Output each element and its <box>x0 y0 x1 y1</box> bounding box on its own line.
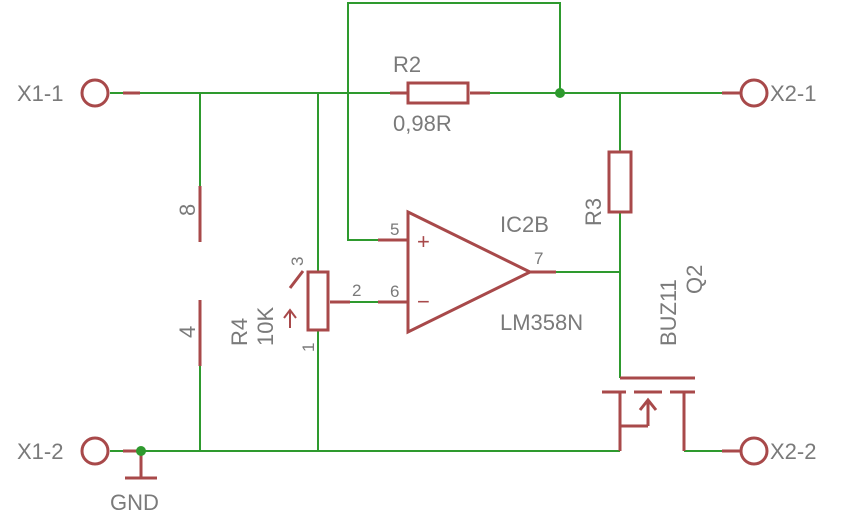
mosfet-name: Q2 <box>682 265 707 294</box>
r4-value: 10K <box>253 307 278 346</box>
terminal-x2-1-label: X2-1 <box>770 81 816 106</box>
mosfet-part: BUZ11 <box>656 279 681 346</box>
opamp-ic2b-icon[interactable] <box>406 209 534 335</box>
opamp-minus-sign: − <box>417 289 430 314</box>
opamp-pin6: 6 <box>390 282 399 301</box>
connector-pin8-label: 8 <box>175 204 200 216</box>
r4-pin1: 1 <box>299 343 318 352</box>
r2-value: 0,98R <box>393 111 452 136</box>
junction-dot <box>136 446 146 456</box>
r4-name: R4 <box>227 318 252 346</box>
opamp-pin5: 5 <box>390 220 399 239</box>
opamp-name: IC2B <box>500 212 549 237</box>
mosfet-q2-icon[interactable] <box>602 376 695 451</box>
terminal-x1-2-label: X1-2 <box>17 439 63 464</box>
resistor-r3-icon[interactable] <box>607 150 633 214</box>
pot-arrow-icon <box>283 308 297 328</box>
r2-name: R2 <box>393 52 421 77</box>
connector-pin4-label: 4 <box>175 326 200 338</box>
resistor-r2-icon[interactable] <box>406 81 470 105</box>
terminal-x1-2-icon[interactable] <box>80 436 110 466</box>
terminal-x1-1-icon[interactable] <box>80 78 110 108</box>
junction-dot <box>555 88 565 98</box>
opamp-plus-sign: + <box>417 229 430 254</box>
terminal-x2-1-icon[interactable] <box>739 78 769 108</box>
r3-name: R3 <box>581 198 606 226</box>
wire-feedback-loop <box>347 2 561 241</box>
terminal-x2-2-label: X2-2 <box>770 439 816 464</box>
potentiometer-r4-icon[interactable] <box>288 270 330 332</box>
terminal-x2-2-icon[interactable] <box>739 436 769 466</box>
r4-pin2: 2 <box>352 281 361 300</box>
ground-label: GND <box>110 490 159 515</box>
terminal-x1-1-label: X1-1 <box>17 81 63 106</box>
r4-pin3: 3 <box>288 257 307 266</box>
wires <box>110 2 740 452</box>
opamp-pin7: 7 <box>534 249 543 268</box>
opamp-part: LM358N <box>500 310 583 335</box>
